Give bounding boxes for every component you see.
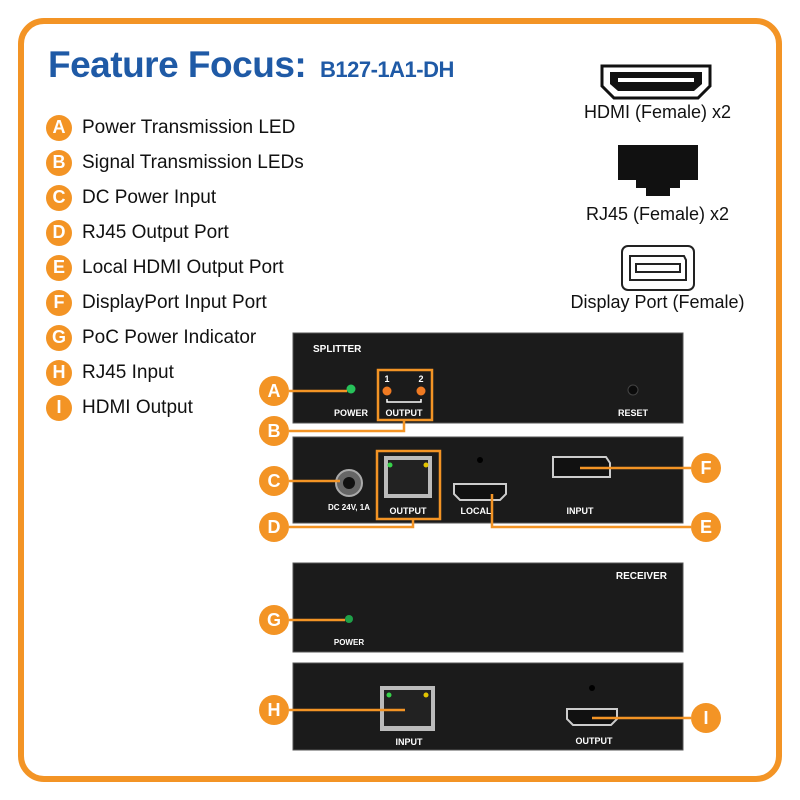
feature-letter: A	[46, 114, 72, 141]
output-label: OUTPUT	[386, 408, 424, 418]
feature-item: D RJ45 Output Port	[46, 215, 304, 250]
device-name: SPLITTER	[313, 344, 362, 355]
svg-text:A: A	[268, 381, 281, 401]
feature-item: E Local HDMI Output Port	[46, 250, 304, 285]
feature-label: Power Transmission LED	[82, 116, 296, 138]
output-led-2	[416, 386, 426, 396]
feature-label: RJ45 Output Port	[82, 221, 229, 243]
feature-label: HDMI Output	[82, 396, 193, 418]
callout-e: E	[691, 512, 721, 542]
local-label: LOCAL	[461, 506, 492, 516]
svg-text:G: G	[267, 610, 281, 630]
callout-g: G	[259, 605, 289, 635]
reset-button	[627, 384, 639, 396]
feature-letter: F	[46, 289, 72, 316]
feature-label: DC Power Input	[82, 186, 217, 208]
svg-text:B: B	[268, 421, 281, 441]
feature-item: I HDMI Output	[46, 390, 304, 425]
feature-label: DisplayPort Input Port	[82, 291, 267, 313]
receiver-front-panel: RECEIVER POWER	[292, 562, 684, 653]
splitter-back-panel: DC 24V, 1A OUTPUT LOCAL INPUT	[292, 436, 684, 524]
feature-item: F DisplayPort Input Port	[46, 285, 304, 320]
feature-list: A Power Transmission LED B Signal Transmis…	[46, 110, 304, 425]
model-number: B127-1A1-DH	[320, 57, 454, 82]
page-title: Feature Focus: B127-1A1-DH	[48, 44, 454, 86]
callout-f: F	[691, 453, 721, 483]
feature-item: H RJ45 Input	[46, 355, 304, 390]
connector-label: HDMI (Female) x2	[583, 102, 731, 122]
feature-letter: C	[46, 184, 72, 211]
orange-frame	[18, 18, 782, 782]
title-main: Feature Focus:	[48, 44, 307, 85]
displayport-icon	[621, 245, 695, 291]
feature-letter: D	[46, 219, 72, 246]
callout-badges: A B C D E F G H I	[259, 376, 721, 733]
svg-text:F: F	[701, 458, 712, 478]
dc-label: DC 24V, 1A	[328, 503, 370, 512]
feature-letter: E	[46, 254, 72, 281]
rj45-port-icon	[618, 145, 698, 196]
output-led-1	[382, 386, 392, 396]
feature-letter: B	[46, 149, 72, 176]
feature-item: A Power Transmission LED	[46, 110, 304, 145]
receiver-back-panel: INPUT OUTPUT	[292, 662, 684, 751]
svg-text:E: E	[700, 517, 712, 537]
power-label: POWER	[334, 638, 364, 647]
led-number: 2	[418, 374, 423, 384]
feature-item: B Signal Transmission LEDs	[46, 145, 304, 180]
connector-label: RJ45 (Female) x2	[585, 204, 730, 224]
callout-lines	[289, 389, 691, 720]
device-name: RECEIVER	[616, 571, 668, 582]
feature-label: PoC Power Indicator	[82, 326, 257, 348]
svg-text:I: I	[703, 708, 708, 728]
reset-label: RESET	[618, 408, 649, 418]
input-label: INPUT	[396, 737, 424, 747]
connector-label: Display Port (Female)	[570, 292, 745, 312]
splitter-front-panel: SPLITTER POWER 1 2 OUTPUT RESET	[292, 332, 684, 424]
led-number: 1	[384, 374, 389, 384]
callout-a: A	[259, 376, 289, 406]
svg-text:D: D	[268, 517, 281, 537]
poc-power-led	[345, 615, 353, 623]
svg-text:C: C	[268, 471, 281, 491]
power-led	[346, 384, 356, 394]
local-hdmi-port	[453, 483, 507, 501]
callout-c: C	[259, 466, 289, 496]
callout-b: B	[259, 416, 289, 446]
power-label: POWER	[334, 408, 369, 418]
feature-letter: I	[46, 394, 72, 421]
feature-item: G PoC Power Indicator	[46, 320, 304, 355]
feature-letter: G	[46, 324, 72, 351]
feature-label: Local HDMI Output Port	[82, 256, 284, 278]
output-label: OUTPUT	[576, 736, 614, 746]
feature-item: C DC Power Input	[46, 180, 304, 215]
feature-label: RJ45 Input	[82, 361, 174, 383]
callout-i: I	[691, 703, 721, 733]
svg-text:H: H	[268, 700, 281, 720]
feature-letter: H	[46, 359, 72, 386]
callout-h: H	[259, 695, 289, 725]
output-label: OUTPUT	[390, 506, 428, 516]
feature-label: Signal Transmission LEDs	[82, 151, 304, 173]
hdmi-port-icon	[600, 64, 712, 100]
callout-d: D	[259, 512, 289, 542]
input-label: INPUT	[567, 506, 595, 516]
